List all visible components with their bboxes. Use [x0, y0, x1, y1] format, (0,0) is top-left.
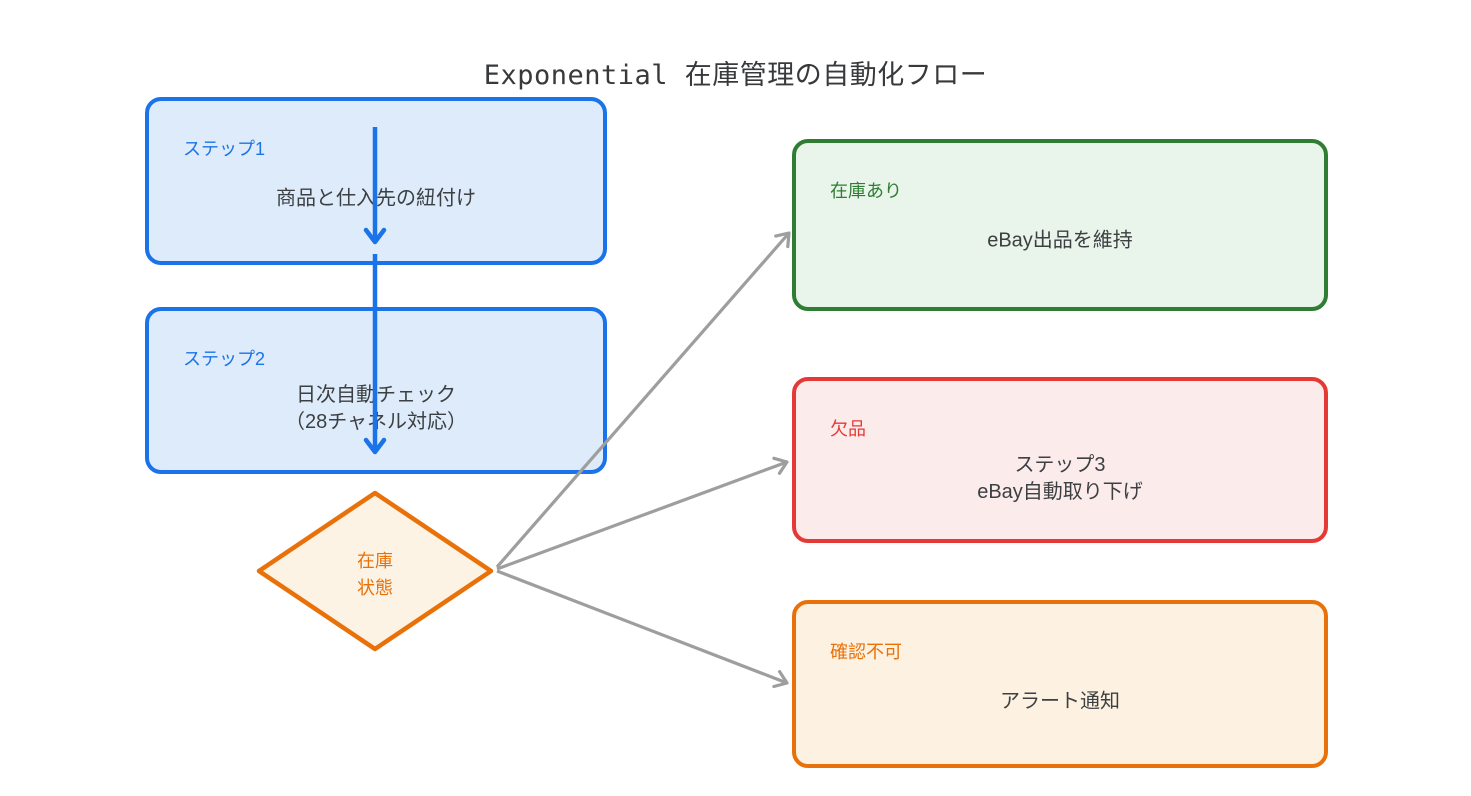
node-out-of-stock-tag: 欠品 [830, 419, 866, 439]
decision-label-line1: 在庫 [357, 551, 393, 571]
node-step1: ステップ1 商品と仕入先の紐付け [145, 97, 607, 265]
node-step2-tag: ステップ2 [183, 349, 266, 369]
node-unverifiable: 確認不可 アラート通知 [792, 600, 1328, 768]
edge-decision-to-out-of-stock [496, 456, 789, 571]
node-in-stock-body: eBay出品を維持 [987, 229, 1133, 252]
node-step2-body-line2: （28チャネル対応） [284, 411, 468, 433]
node-out-of-stock-body-line1: ステップ3 [1014, 454, 1106, 476]
node-step1-tag: ステップ1 [183, 139, 266, 159]
node-out-of-stock-body-line2: eBay自動取り下げ [977, 481, 1143, 503]
node-out-of-stock-body: ステップ3 eBay自動取り下げ [796, 452, 1324, 506]
node-in-stock: 在庫あり eBay出品を維持 [792, 139, 1328, 311]
node-out-of-stock: 欠品 ステップ3 eBay自動取り下げ [792, 377, 1328, 543]
decision-label: 在庫 状態 [280, 548, 470, 602]
diagram-title: Exponential 在庫管理の自動化フロー [483, 60, 988, 91]
node-unverifiable-tag: 確認不可 [830, 642, 902, 662]
node-step2-body: 日次自動チェック （28チャネル対応） [149, 382, 603, 436]
node-in-stock-tag: 在庫あり [830, 181, 902, 201]
node-step2-body-line1: 日次自動チェック [296, 384, 456, 406]
node-unverifiable-body: アラート通知 [1000, 690, 1120, 713]
edge-decision-to-unverifiable [496, 569, 789, 689]
node-step2: ステップ2 日次自動チェック （28チャネル対応） [145, 307, 607, 474]
node-step1-body: 商品と仕入先の紐付け [276, 187, 476, 210]
decision-label-line2: 状態 [357, 578, 393, 598]
